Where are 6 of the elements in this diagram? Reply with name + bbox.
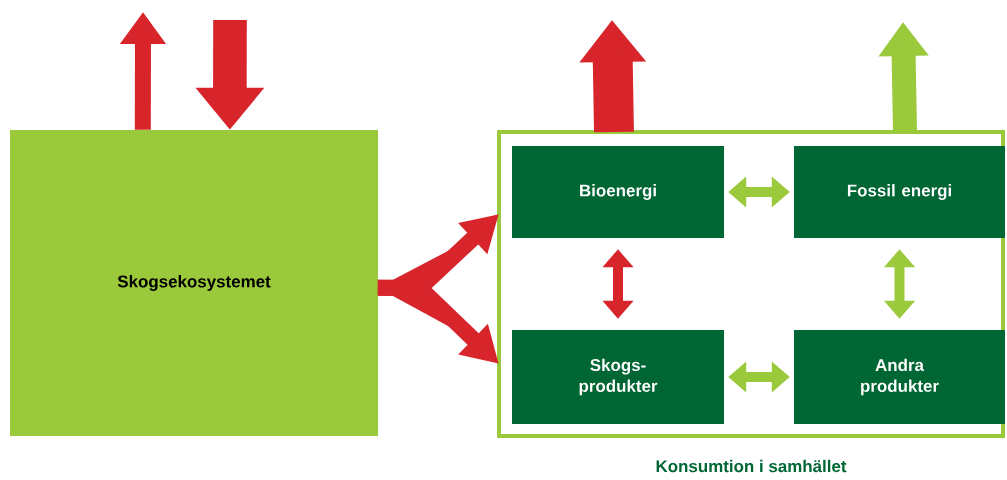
ecosystem-box: Skogsekosystemet [10,130,378,436]
product-box: Andra produkter [794,330,1005,424]
product-box: Skogs- produkter [512,330,724,424]
product-box: Fossil energi [794,146,1005,238]
product-box: Bioenergi [512,146,724,238]
frame-heading: Konsumtion i samhället [656,459,847,473]
